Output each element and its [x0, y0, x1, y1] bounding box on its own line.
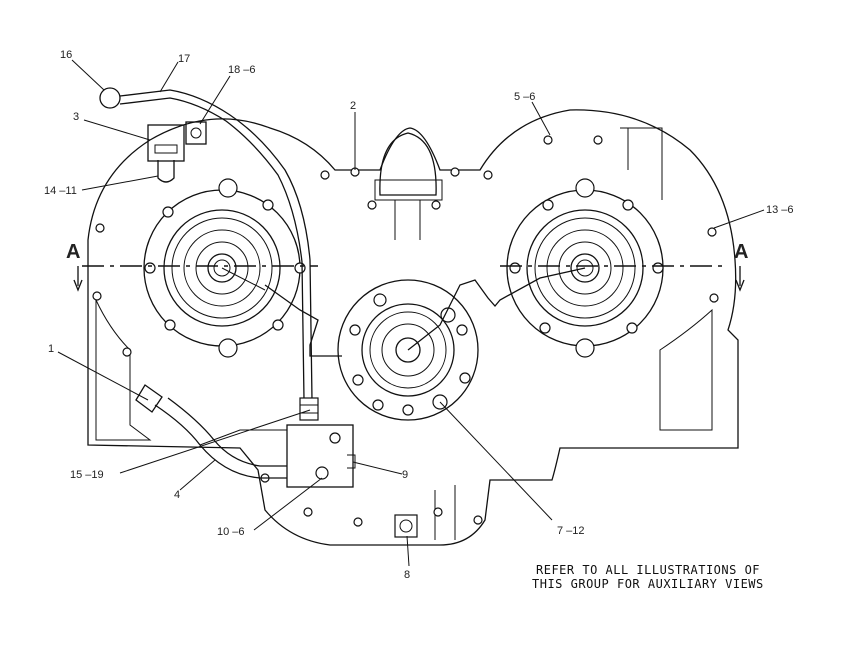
breather-tube	[99, 87, 319, 421]
callout-2: 2	[350, 100, 356, 112]
drain-plug	[394, 514, 418, 538]
reference-note-line1: REFER TO ALL ILLUSTRATIONS OF	[536, 563, 760, 577]
right-output-flange	[506, 178, 664, 358]
callout-7: 7 –12	[557, 525, 585, 537]
callout-13: 13 –6	[766, 204, 794, 216]
section-mark-left: A	[66, 241, 80, 263]
callout-16: 16	[60, 49, 72, 61]
valve-block	[286, 424, 356, 488]
pressure-switch	[147, 124, 185, 183]
housing-outline	[87, 109, 739, 546]
reference-note-line2: THIS GROUP FOR AUXILIARY VIEWS	[532, 577, 764, 591]
callout-14: 14 –11	[44, 185, 77, 197]
callout-17: 17	[178, 53, 190, 65]
callout-9: 9	[402, 469, 408, 481]
section-mark-right: A	[734, 241, 748, 263]
left-output-flange	[143, 178, 306, 358]
callout-10: 10 –6	[217, 526, 245, 538]
callout-18: 18 –6	[228, 64, 256, 76]
callout-5: 5 –6	[514, 91, 535, 103]
callout-15: 15 –19	[70, 469, 104, 481]
callout-labels: 16 17 18 –6 3 2 5 –6 13 –6 14 –11 1 15 –…	[44, 49, 794, 581]
callout-8: 8	[404, 569, 410, 581]
center-input-flange	[337, 279, 479, 421]
callout-1: 1	[48, 343, 54, 355]
hydraulic-tube	[135, 384, 287, 479]
perimeter-bolts	[92, 135, 719, 527]
tube-clip	[185, 121, 207, 145]
section-line	[73, 265, 745, 292]
callout-3: 3	[73, 111, 79, 123]
leader-lines	[57, 59, 765, 567]
break-lines	[221, 267, 586, 357]
breather-housing	[374, 132, 443, 240]
callout-4: 4	[174, 489, 180, 501]
